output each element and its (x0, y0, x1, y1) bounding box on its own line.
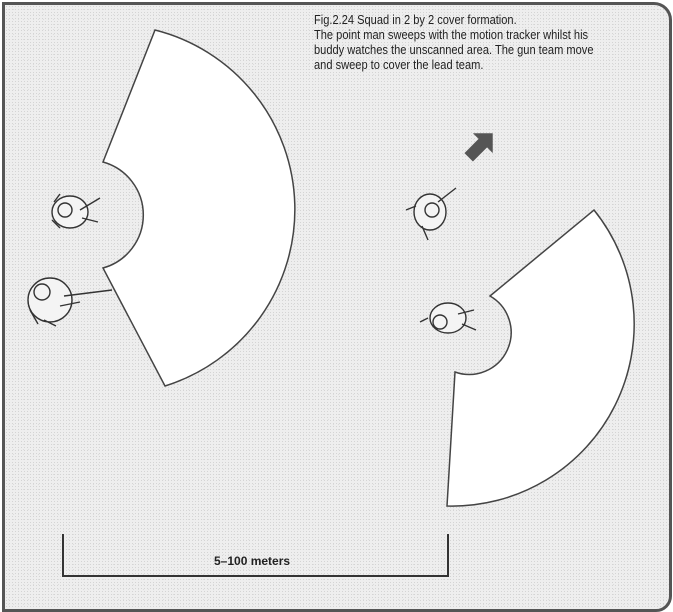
figure-caption: Fig.2.24 Squad in 2 by 2 cover formation… (314, 13, 666, 73)
left-sweep-fan (101, 29, 296, 387)
caption-title: Fig.2.24 Squad in 2 by 2 cover formation… (314, 13, 517, 27)
scale-bar (62, 534, 449, 577)
point-man-soldier-icon (51, 193, 101, 229)
gun-buddy-soldier-icon (419, 302, 477, 334)
buddy-soldier-icon (27, 277, 113, 327)
caption-line: The point man sweeps with the motion tra… (314, 28, 589, 42)
scale-label: 5–100 meters (214, 554, 291, 568)
right-sweep-fan (446, 208, 635, 507)
caption-line: and sweep to cover the lead team. (314, 58, 484, 72)
gunner-soldier-icon (405, 187, 457, 241)
caption-line: buddy watches the unscanned area. The gu… (314, 43, 594, 57)
direction-arrow-icon (464, 133, 493, 162)
